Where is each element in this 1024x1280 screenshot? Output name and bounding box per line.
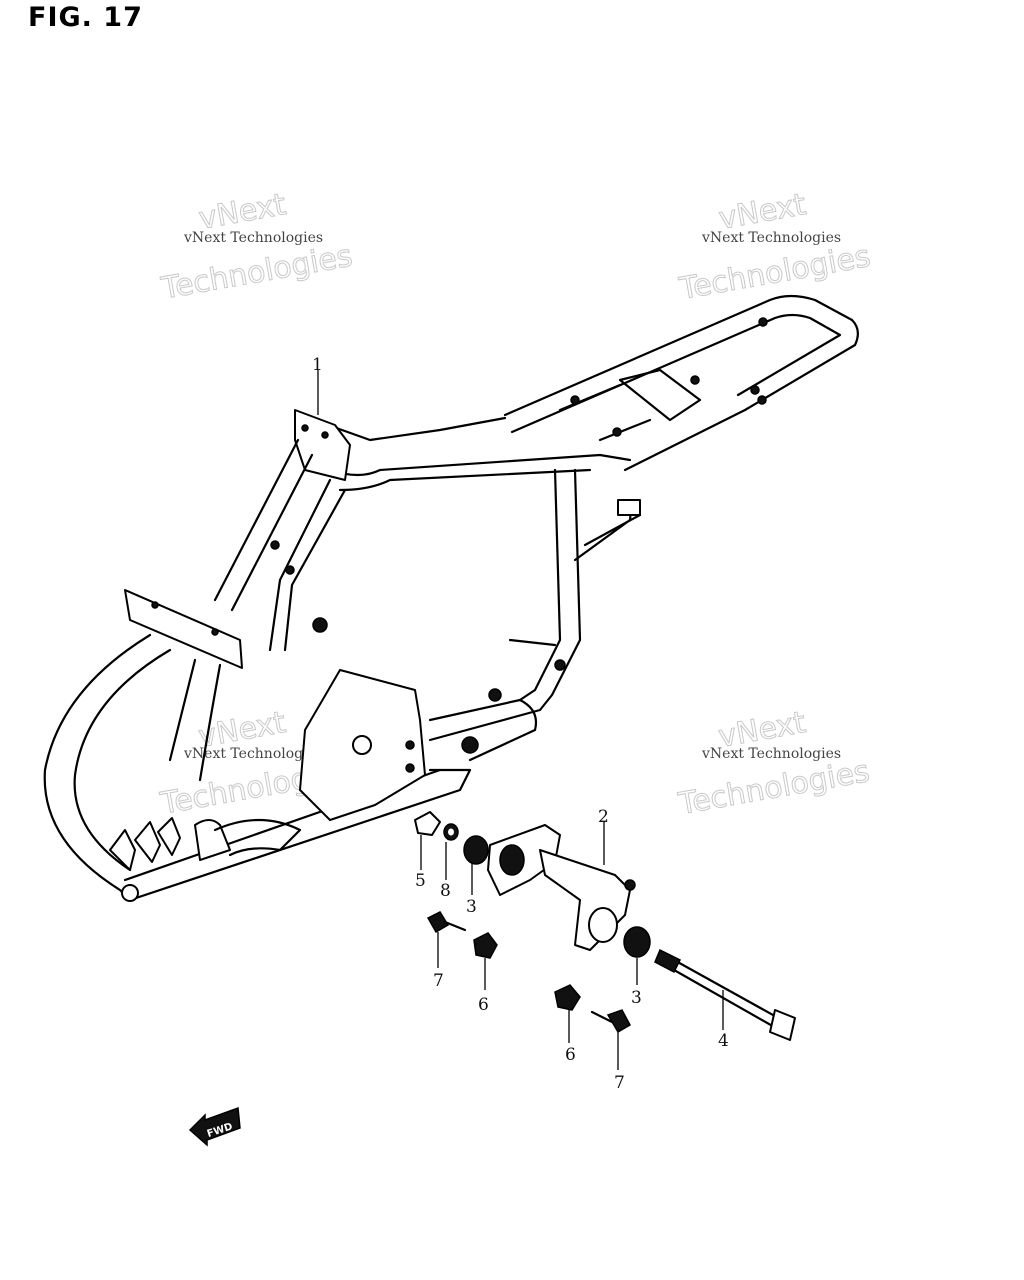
svg-text:vNext Technologies: vNext Technologies: [701, 746, 841, 762]
callout-5: 5: [415, 871, 426, 891]
flange-nut: [414, 811, 441, 836]
callout-8: 8: [440, 881, 451, 901]
bushing-lower: [623, 926, 651, 958]
main-frame: [43, 294, 859, 902]
engine-mount-bracket: [487, 824, 636, 951]
svg-text:Technologies: Technologies: [676, 239, 873, 307]
bolt-lower: [590, 1009, 632, 1034]
callout-4: 4: [718, 1031, 729, 1051]
nut-lower: [554, 984, 581, 1011]
nut-upper: [473, 932, 498, 959]
svg-text:Technologies: Technologies: [675, 754, 872, 822]
fwd-arrow-icon: FWD: [188, 1106, 241, 1147]
callout-7-lower: 7: [614, 1073, 625, 1093]
callout-3-upper: 3: [466, 897, 477, 917]
long-bolt: [654, 948, 796, 1041]
svg-text:vNext Technologies: vNext Technologies: [183, 746, 323, 762]
svg-text:vNext Technologies: vNext Technologies: [701, 230, 841, 246]
svg-text:Technologies: Technologies: [158, 239, 355, 307]
callout-2: 2: [598, 807, 609, 827]
bolt-upper: [426, 911, 467, 934]
callout-1: 1: [312, 355, 323, 375]
watermark-bottom-right: vNext vNext Technologies Technologies: [675, 705, 873, 823]
watermark-top-left: vNext vNext Technologies Technologies: [158, 187, 356, 308]
callout-3-lower: 3: [631, 988, 642, 1008]
figure-title: FIG. 17: [28, 2, 143, 33]
callout-6-upper: 6: [478, 995, 489, 1015]
bushing-upper: [463, 835, 489, 865]
watermark-top-right: vNext vNext Technologies Technologies: [676, 187, 874, 308]
callout-6-lower: 6: [565, 1045, 576, 1065]
callout-7-upper: 7: [433, 971, 444, 991]
svg-text:vNext Technologies: vNext Technologies: [183, 230, 323, 246]
